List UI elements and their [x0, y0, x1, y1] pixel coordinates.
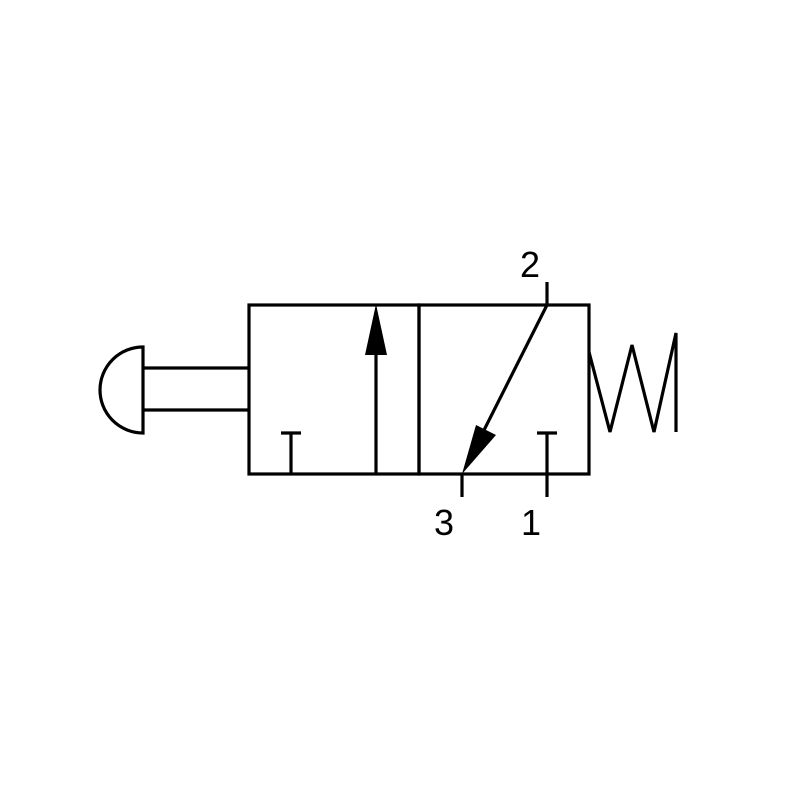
port-label-3: 3 [434, 502, 454, 543]
port-label-2: 2 [520, 244, 540, 285]
port-label-1: 1 [521, 502, 541, 543]
left-flow-arrowhead [365, 304, 387, 355]
push-button-actuator [98, 345, 249, 435]
right-flow-line [472, 304, 549, 451]
right-envelope [417, 303, 591, 476]
right-flow-arrowhead [462, 425, 496, 474]
left-envelope [247, 303, 421, 476]
push-button-head [98, 345, 145, 435]
return-spring [587, 332, 678, 433]
right-envelope-box [417, 303, 591, 476]
left-envelope-box [247, 303, 421, 476]
